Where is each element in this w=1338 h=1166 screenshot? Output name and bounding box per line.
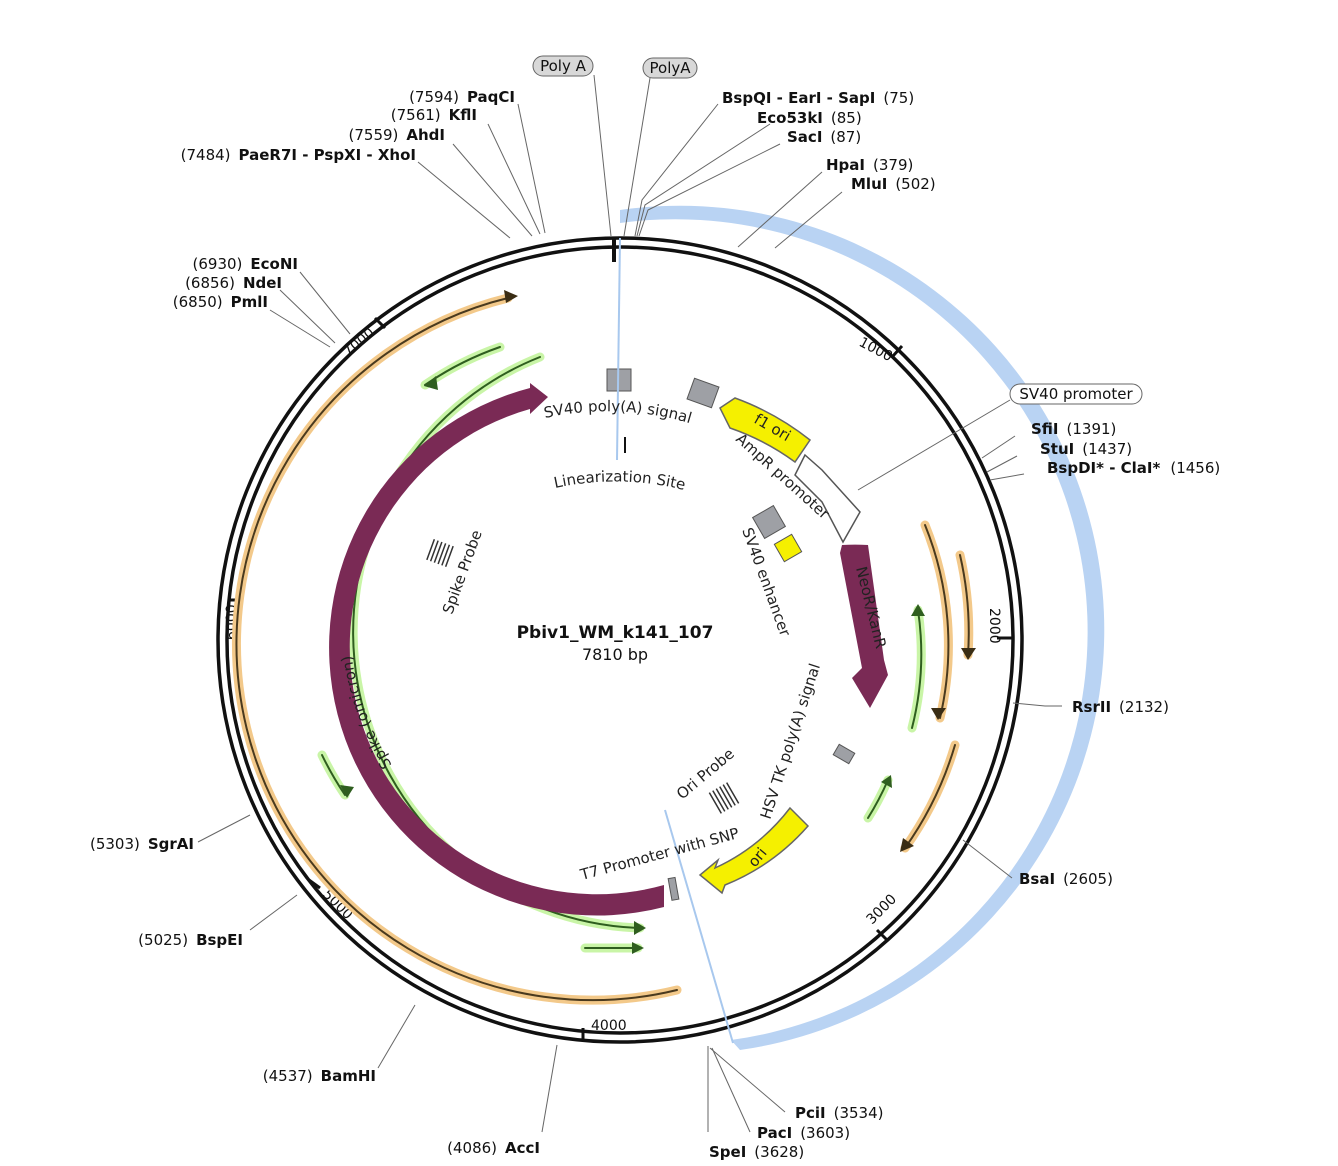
svg-text:(7484)PaeR7I - PspXI - XhoI: (7484)PaeR7I - PspXI - XhoI bbox=[181, 146, 416, 164]
svg-text:(4086)AccI: (4086)AccI bbox=[447, 1139, 540, 1157]
neor-kanr-feature bbox=[840, 544, 888, 708]
svg-text:HpaI(379): HpaI(379) bbox=[826, 156, 913, 174]
green-arrowheads bbox=[340, 376, 925, 954]
sv40-enhancer-yellow-box bbox=[773, 533, 803, 563]
svg-text:(6850)PmlI: (6850)PmlI bbox=[173, 293, 268, 311]
svg-text:RsrII(2132): RsrII(2132) bbox=[1072, 698, 1169, 716]
orange-arcs bbox=[231, 293, 974, 1005]
ori-probe-mark bbox=[708, 782, 740, 814]
svg-text:(5025)BspEI: (5025)BspEI bbox=[138, 931, 243, 949]
plasmid-length: 7810 bp bbox=[582, 645, 648, 664]
svg-text:(6856)NdeI: (6856)NdeI bbox=[185, 274, 282, 292]
sv40-promoter-boxed-label: SV40 promoter bbox=[1009, 383, 1143, 405]
svg-text:(6930)EcoNI: (6930)EcoNI bbox=[193, 255, 298, 273]
svg-text:SacI(87): SacI(87) bbox=[787, 128, 861, 146]
svg-text:(4537)BamHI: (4537)BamHI bbox=[263, 1067, 376, 1085]
svg-text:StuI(1437): StuI(1437) bbox=[1040, 440, 1132, 458]
t7-box bbox=[667, 876, 680, 901]
orange-arrowheads bbox=[504, 290, 976, 852]
svg-text:Eco53kI(85): Eco53kI(85) bbox=[757, 109, 862, 127]
spike-probe-mark bbox=[426, 538, 454, 568]
tick-label-4000: 4000 bbox=[591, 1018, 627, 1034]
svg-text:PolyA: PolyA bbox=[650, 59, 692, 77]
f1-ori-feature bbox=[719, 397, 812, 464]
ori-feature bbox=[698, 806, 810, 895]
svg-text:SV40 promoter: SV40 promoter bbox=[1019, 385, 1133, 403]
enzyme-labels-right: BspQI - EarI - SapI(75) Eco53kI(85) SacI… bbox=[709, 89, 1220, 1161]
tick-label-1000: 1000 bbox=[856, 334, 895, 365]
svg-text:BspQI - EarI - SapI(75): BspQI - EarI - SapI(75) bbox=[722, 89, 914, 107]
tick-label-7000: 7000 bbox=[340, 325, 378, 360]
hsv-tk-label: HSV TK poly(A) signal bbox=[757, 661, 824, 821]
tick-marks bbox=[228, 316, 1012, 1040]
ampr-promoter-feature bbox=[794, 453, 861, 544]
spike-probe-label: Spike Probe bbox=[439, 528, 486, 617]
svg-text:Poly A: Poly A bbox=[540, 57, 587, 75]
svg-text:BspDI* - ClaI*(1456): BspDI* - ClaI*(1456) bbox=[1047, 459, 1220, 477]
leader-lines-left bbox=[197, 74, 651, 1133]
svg-text:BsaI(2605): BsaI(2605) bbox=[1019, 870, 1113, 888]
svg-text:(7561)KflI: (7561)KflI bbox=[391, 106, 477, 124]
svg-text:(7559)AhdI: (7559)AhdI bbox=[349, 126, 446, 144]
svg-text:PciI(3534): PciI(3534) bbox=[795, 1104, 884, 1122]
polya-boxed-label-2: PolyA bbox=[642, 57, 698, 79]
svg-text:SfiI(1391): SfiI(1391) bbox=[1031, 420, 1116, 438]
enzyme-labels-left: (7594)PaqCI (7561)KflI (7559)AhdI (7484)… bbox=[90, 88, 540, 1157]
svg-text:SpeI(3628): SpeI(3628) bbox=[709, 1143, 804, 1161]
sv40-enhancer-grey-box bbox=[751, 504, 787, 540]
svg-text:PacI(3603): PacI(3603) bbox=[757, 1124, 850, 1142]
blue-line-bottom bbox=[664, 809, 734, 1044]
svg-text:(7594)PaqCI: (7594)PaqCI bbox=[409, 88, 515, 106]
linearization-label: Linearization Site bbox=[552, 467, 687, 493]
f1-grey-box bbox=[686, 377, 720, 409]
blue-line-top bbox=[616, 237, 621, 461]
leader-lines-right bbox=[634, 103, 1062, 1133]
polya-boxed-label-1: Poly A bbox=[532, 55, 594, 77]
tick-label-2000: 2000 bbox=[986, 608, 1002, 644]
hsv-tk-grey-box bbox=[832, 743, 856, 765]
svg-text:MluI(502): MluI(502) bbox=[851, 175, 936, 193]
svg-text:(5303)SgrAI: (5303)SgrAI bbox=[90, 835, 194, 853]
plasmid-name: Pbiv1_WM_k141_107 bbox=[517, 623, 714, 643]
